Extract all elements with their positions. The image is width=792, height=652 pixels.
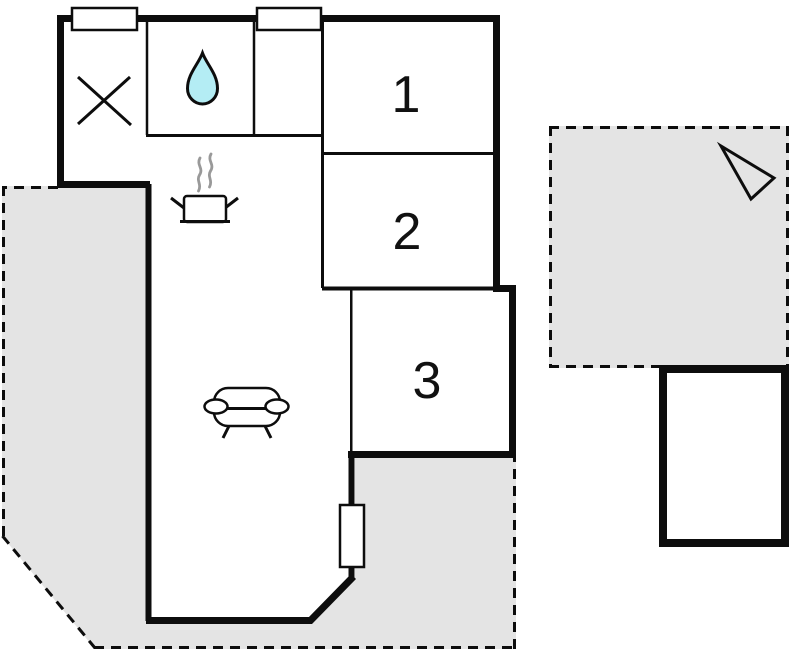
sofa-icon [203,386,290,439]
window-icon [255,6,323,32]
side-terrace-area [549,126,789,368]
outbuilding-walls [659,365,789,547]
crossed-lines-icon [76,75,133,127]
steam-icon [196,152,214,193]
compass-arrow-icon [716,141,777,202]
house-footprint [57,15,516,622]
main-terrace-dashed-border [1,186,516,649]
window-icon [70,6,139,32]
house: 1 2 3 [57,6,516,624]
windows [70,6,323,32]
room-labels: 1 2 3 [392,66,442,410]
main-terrace [1,186,516,649]
kitchen-symbols [170,152,239,224]
cooking-pot-icon [170,194,239,224]
water-drop-icon [185,48,220,106]
side-terrace-dashed-border [549,126,789,368]
door-icon [338,503,366,569]
room-2-label: 2 [393,203,422,261]
outbuilding [659,365,789,547]
side-terrace [549,126,789,368]
interior-walls [145,20,494,453]
room-1-label: 1 [392,66,421,124]
room-3-label: 3 [413,352,442,410]
main-terrace-area [2,186,516,649]
